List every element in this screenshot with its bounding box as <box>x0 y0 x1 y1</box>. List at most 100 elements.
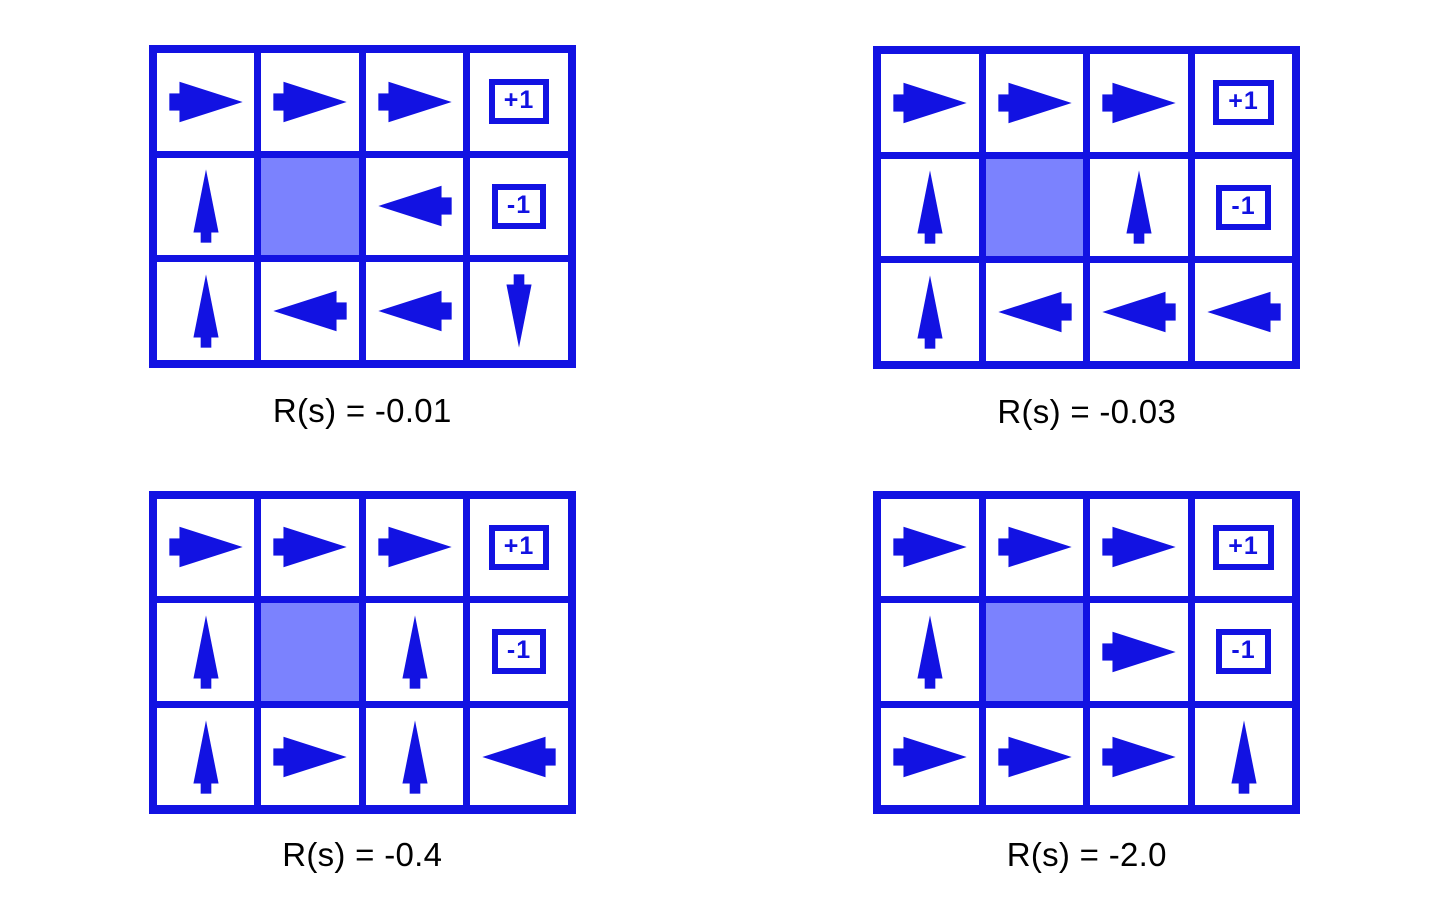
right-arrow-icon <box>893 82 967 124</box>
up-arrow-icon <box>192 615 219 689</box>
policy-cell-right[interactable] <box>365 498 464 597</box>
policy-grid: +1 -1 <box>148 490 576 814</box>
policy-cell-up[interactable] <box>1194 707 1293 806</box>
policy-cell-right[interactable] <box>156 498 255 597</box>
right-arrow-icon <box>997 736 1072 777</box>
policy-cell-left[interactable] <box>261 262 359 360</box>
right-arrow-icon <box>168 527 243 568</box>
terminal-cell-negative[interactable]: -1 <box>470 603 568 701</box>
right-arrow-icon <box>1102 527 1176 568</box>
policy-cell-up[interactable] <box>156 157 255 256</box>
policy-cell-right[interactable] <box>1090 603 1188 701</box>
panel-caption: R(s) = -0.03 <box>997 393 1177 430</box>
policy-cell-up[interactable] <box>156 603 255 701</box>
up-arrow-icon <box>917 170 943 245</box>
policy-cell-left[interactable] <box>1090 263 1188 361</box>
policy-cell-left[interactable] <box>365 157 464 256</box>
reward-badge: +1 <box>1213 80 1274 126</box>
policy-cell-right[interactable] <box>1090 498 1188 597</box>
policy-grid: +1 -1 <box>873 490 1301 814</box>
policy-cell-right[interactable] <box>365 53 464 151</box>
policy-cell-up[interactable] <box>156 262 255 360</box>
panel-caption: R(s) = -2.0 <box>1006 835 1167 873</box>
terminal-cell-negative[interactable]: -1 <box>1194 603 1293 701</box>
right-arrow-icon <box>273 736 347 777</box>
right-arrow-icon <box>273 81 347 123</box>
policy-cell-right[interactable] <box>985 54 1084 152</box>
policy-cell-right[interactable] <box>261 707 359 806</box>
policy-cell-up[interactable] <box>881 603 979 701</box>
policy-cell-right[interactable] <box>261 498 359 597</box>
reward-badge: +1 <box>1213 524 1274 570</box>
policy-cell-right[interactable] <box>881 498 979 597</box>
up-arrow-icon <box>1126 170 1152 245</box>
policy-cell-right[interactable] <box>156 53 255 151</box>
policy-cell-right[interactable] <box>881 707 979 806</box>
right-arrow-icon <box>1102 82 1176 124</box>
policy-cell-up[interactable] <box>881 158 979 257</box>
policy-cell-right[interactable] <box>1090 707 1188 806</box>
policy-cell-down[interactable] <box>470 262 568 360</box>
left-arrow-icon <box>273 290 347 332</box>
policy-grid: +1 -1 <box>148 45 576 368</box>
up-arrow-icon <box>401 615 428 689</box>
terminal-cell-negative[interactable]: -1 <box>1194 158 1293 257</box>
wall-cell <box>985 158 1084 257</box>
policy-cell-left[interactable] <box>365 262 464 360</box>
panel-caption: R(s) = -0.4 <box>282 835 443 873</box>
wall-cell <box>261 157 359 256</box>
left-arrow-icon <box>377 290 452 332</box>
panel-caption: R(s) = -0.01 <box>272 392 452 429</box>
left-arrow-icon <box>1206 291 1281 333</box>
right-arrow-icon <box>377 527 452 568</box>
right-arrow-icon <box>1102 631 1176 673</box>
reward-badge: -1 <box>491 629 547 675</box>
left-arrow-icon <box>1102 291 1176 333</box>
reward-badge: +1 <box>488 524 550 570</box>
reward-badge: -1 <box>491 183 547 229</box>
terminal-cell-positive[interactable]: +1 <box>1194 54 1293 152</box>
wall-cell <box>985 603 1084 701</box>
left-arrow-icon <box>997 291 1072 333</box>
right-arrow-icon <box>893 527 967 568</box>
wall-cell <box>261 603 359 701</box>
policy-cell-right[interactable] <box>261 53 359 151</box>
policy-cell-left[interactable] <box>470 707 568 806</box>
up-arrow-icon <box>917 615 943 689</box>
reward-badge: -1 <box>1216 184 1271 230</box>
terminal-cell-positive[interactable]: +1 <box>470 53 568 151</box>
terminal-cell-negative[interactable]: -1 <box>470 157 568 256</box>
right-arrow-icon <box>893 736 967 777</box>
terminal-cell-positive[interactable]: +1 <box>1194 498 1293 597</box>
right-arrow-icon <box>377 81 452 123</box>
right-arrow-icon <box>168 81 243 123</box>
policy-cell-up[interactable] <box>156 707 255 806</box>
up-arrow-icon <box>192 274 219 348</box>
up-arrow-icon <box>917 275 943 349</box>
right-arrow-icon <box>1102 736 1176 777</box>
left-arrow-icon <box>377 186 452 227</box>
policy-cell-up[interactable] <box>1090 158 1188 257</box>
policy-cell-up[interactable] <box>365 603 464 701</box>
up-arrow-icon <box>1230 719 1257 794</box>
policy-cell-right[interactable] <box>881 54 979 152</box>
up-arrow-icon <box>192 169 219 244</box>
reward-badge: -1 <box>1216 629 1271 675</box>
up-arrow-icon <box>192 719 219 794</box>
up-arrow-icon <box>401 719 428 794</box>
policy-cell-right[interactable] <box>985 707 1084 806</box>
policy-cell-right[interactable] <box>985 498 1084 597</box>
policy-cell-left[interactable] <box>985 263 1084 361</box>
policy-cell-right[interactable] <box>1090 54 1188 152</box>
terminal-cell-positive[interactable]: +1 <box>470 498 568 597</box>
policy-cell-up[interactable] <box>881 263 979 361</box>
policy-cell-left[interactable] <box>1194 263 1293 361</box>
left-arrow-icon <box>482 736 556 777</box>
reward-badge: +1 <box>488 79 550 125</box>
policy-cell-up[interactable] <box>365 707 464 806</box>
